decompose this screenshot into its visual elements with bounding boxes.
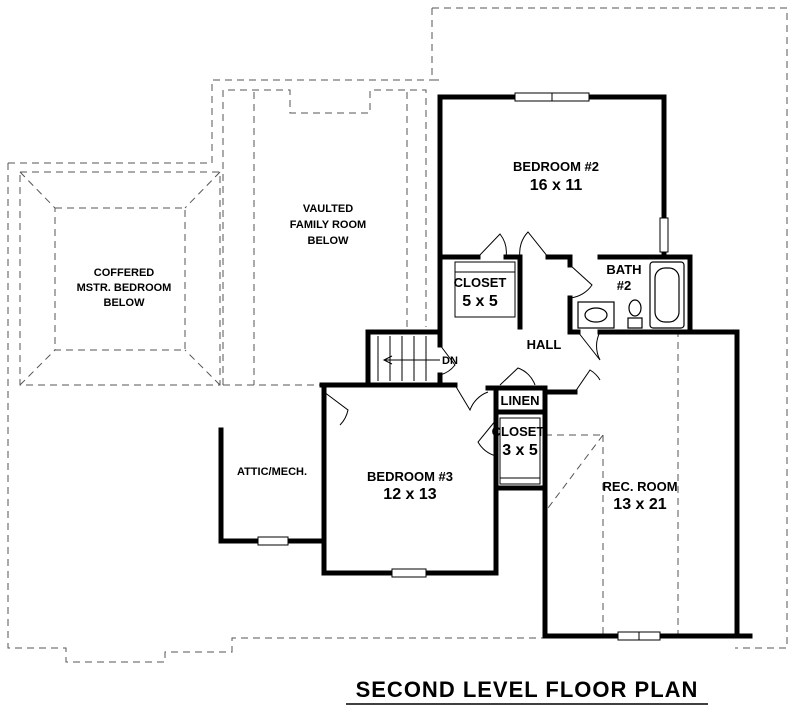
closet-1-dims: 5 x 5 [462,293,498,310]
bedroom-3-label: BEDROOM #3 12 x 13 [367,469,453,503]
stair-down-label: DN [442,355,458,367]
plan-title: SECOND LEVEL FLOOR PLAN [356,677,699,702]
bath-2-number: #2 [617,278,631,293]
coffered-label-line-3: BELOW [104,297,146,309]
vaulted-label-line-3: BELOW [308,235,350,247]
coffered-ceiling-outline [19,171,221,386]
hall-label: HALL [527,337,562,352]
stair-walls [319,329,458,388]
vaulted-label-line-1: VAULTED [303,203,353,215]
linen-label: LINEN [501,393,540,408]
linen-closet-walls [485,385,548,491]
bath-2-name: BATH [606,262,641,277]
bedroom-3-name: BEDROOM #3 [367,469,453,484]
closet-1-walls [437,254,523,330]
bath-fixtures [577,261,685,329]
closet-shelving [454,261,541,485]
closet-2-name: CLOSET [492,424,545,439]
bedroom-2-label: BEDROOM #2 16 x 11 [513,159,599,194]
closet-1-label: CLOSET 5 x 5 [454,275,507,310]
attic-walls [218,427,327,544]
bedroom-3-dims: 12 x 13 [383,486,436,503]
attic-dashed-outline [544,330,679,638]
closet-2-label: CLOSET 3 x 5 [492,424,545,459]
rec-room-label: REC. ROOM 13 x 21 [602,479,677,513]
coffered-label-line-2: MSTR. BEDROOM [77,282,172,294]
vaulted-ceiling-outline [222,89,427,386]
bath-2-label: BATH #2 [606,262,641,293]
coffered-bedroom-label: COFFERED MSTR. BEDROOM BELOW [77,267,172,309]
rec-room-name: REC. ROOM [602,479,677,494]
bedroom-2-dims: 16 x 11 [530,177,583,194]
attic-mech-label: ATTIC/MECH. [237,466,307,478]
door-swings [323,231,601,457]
vaulted-label-line-2: FAMILY ROOM [290,219,366,231]
bedroom-2-name: BEDROOM #2 [513,159,599,174]
stair-treads [377,336,440,381]
roof-outline [7,7,788,663]
rec-room-walls [542,329,753,639]
windows [257,92,669,641]
closet-1-name: CLOSET [454,275,507,290]
linen-label-box: LINEN [501,393,540,408]
closet-2-dims: 3 x 5 [502,442,538,459]
bath-2-walls [567,254,740,335]
coffered-label-line-1: COFFERED [94,267,155,279]
vaulted-family-room-label: VAULTED FAMILY ROOM BELOW [290,203,366,247]
rec-room-dims: 13 x 21 [613,496,666,513]
